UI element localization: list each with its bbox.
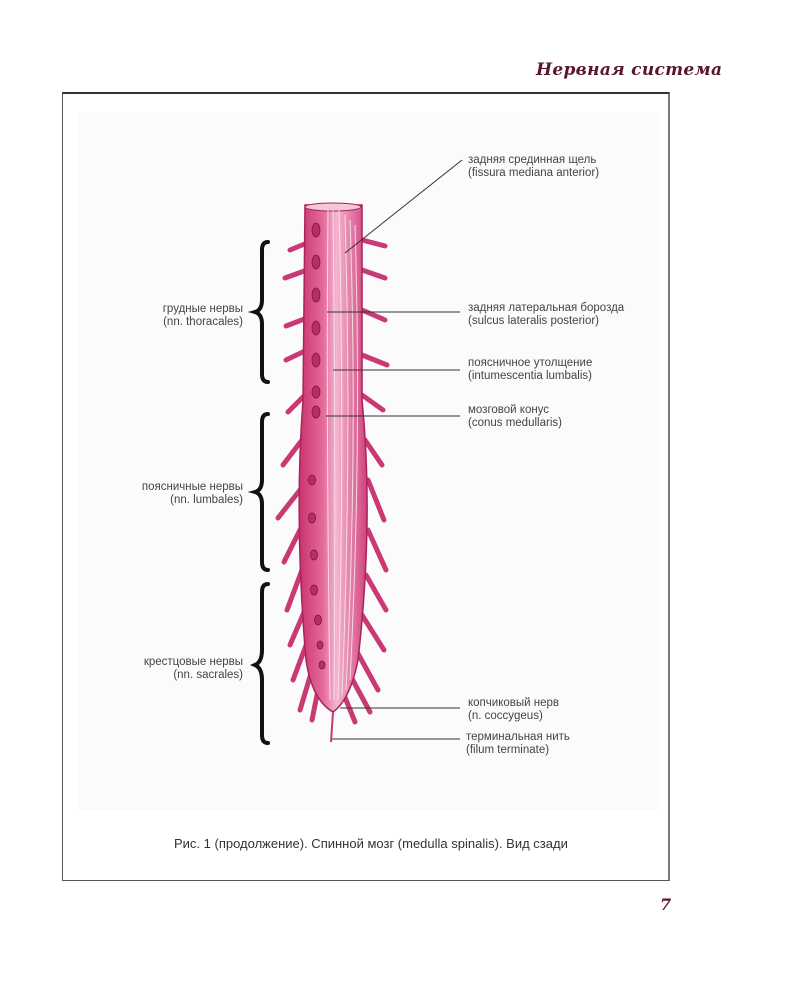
section-title: Нервная система — [536, 60, 723, 80]
label-filum-terminale: терминальная нить(filum terminate) — [466, 731, 570, 756]
label-thoracic-nerves: грудные нервы(nn. thoracales) — [162, 303, 243, 328]
braces — [247, 240, 270, 745]
label-sacral-nerves: крестцовые нервы(nn. sacrales) — [143, 656, 243, 681]
label-lumbar-nerves: поясничные нервы(nn. lumbales) — [141, 481, 243, 506]
brace-thoracic — [247, 240, 270, 384]
page-number: 7 — [660, 895, 672, 914]
leader-lines — [326, 159, 463, 740]
ganglia — [308, 222, 326, 670]
label-conus-medullaris: мозговой конус(conus medullaris) — [468, 404, 562, 429]
label-posterior-lateral-sulcus: задняя латеральная борозда(sulcus latera… — [468, 302, 625, 327]
fiber-lines — [326, 209, 359, 701]
figure-caption: Рис. 1 (продолжение). Спинной мозг (medu… — [174, 836, 568, 851]
label-coccygeal-nerve: копчиковый нерв(n. coccygeus) — [468, 697, 560, 722]
brace-lumbar — [247, 412, 270, 572]
nerve-roots-right — [339, 237, 390, 725]
label-posterior-median-fissure: задняя срединная щель(fissura mediana an… — [468, 154, 600, 179]
label-lumbar-enlargement: поясничное утолщение(intumescentia lumba… — [468, 357, 593, 382]
illustration-panel — [78, 112, 660, 810]
figure-frame — [62, 92, 670, 881]
filum-terminale — [330, 711, 334, 743]
brace-sacral — [249, 582, 270, 745]
